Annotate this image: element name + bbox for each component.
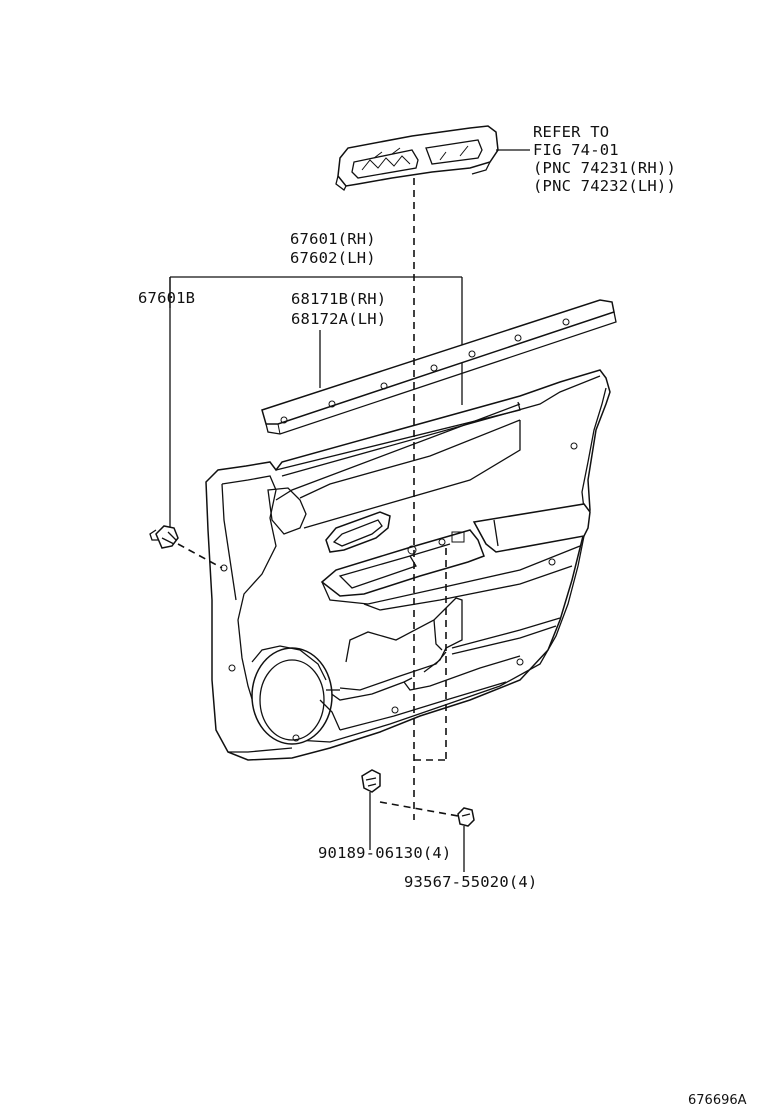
refer-label-line3: (PNC 74231(RH)) — [533, 159, 676, 177]
push-clip-67601b — [149, 525, 223, 569]
window-switch-bezel — [335, 125, 499, 191]
weatherstrip-lh-label: 68172A(LH) — [291, 310, 386, 328]
weatherstrip-moulding — [261, 299, 617, 435]
retainer-clip-90189 — [361, 769, 381, 850]
panel-b-label: 67601B — [138, 289, 195, 307]
refer-label-line4: (PNC 74232(LH)) — [533, 177, 676, 195]
refer-label-line1: REFER TO — [533, 123, 609, 141]
diagram-id-label: 676696A — [688, 1093, 747, 1108]
screw-part-label: 93567-55020(4) — [404, 873, 537, 891]
assembly-dashed-lines — [379, 178, 459, 820]
door-trim-panel — [205, 369, 611, 761]
panel-rh-label: 67601(RH) — [290, 230, 376, 248]
refer-label-line2: FIG 74-01 — [533, 141, 619, 159]
panel-lh-label: 67602(LH) — [290, 249, 376, 267]
weatherstrip-rh-label: 68171B(RH) — [291, 290, 386, 308]
screw-93567 — [457, 807, 475, 872]
clip-part-label: 90189-06130(4) — [318, 844, 451, 862]
